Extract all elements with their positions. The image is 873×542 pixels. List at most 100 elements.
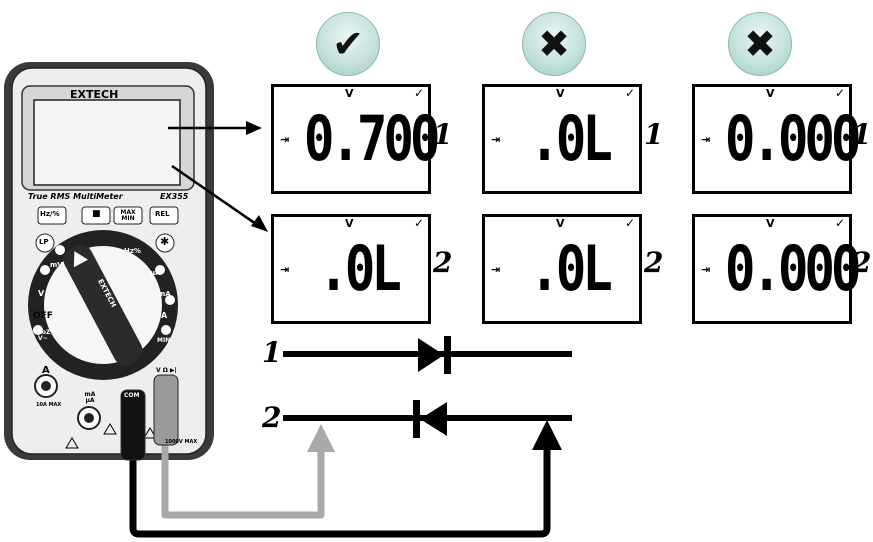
red-probe-plug xyxy=(153,374,179,446)
hold-button[interactable] xyxy=(81,206,111,225)
lp-button[interactable] xyxy=(35,233,55,253)
rel-button-label: REL xyxy=(155,210,170,218)
com-jack-label: COM xyxy=(124,392,140,399)
light-button[interactable] xyxy=(155,233,175,253)
diode-icon: ⇥ xyxy=(280,263,289,276)
position-label: 1 xyxy=(852,118,872,151)
auto-range-icon: ✓ xyxy=(834,86,845,100)
dial-label-off: OFF xyxy=(33,311,53,321)
auto-range-icon: ✓ xyxy=(834,216,845,230)
unit-label: V xyxy=(766,87,775,100)
position-label: 1 xyxy=(433,118,453,151)
diode-icon: ⇥ xyxy=(701,263,710,276)
maxmin-button[interactable] xyxy=(113,206,143,225)
dial-pointer xyxy=(63,244,143,366)
dial-marker xyxy=(33,325,43,335)
a-warning-text: 10A MAX xyxy=(36,402,62,408)
lcd-reading: .0L xyxy=(529,102,613,175)
position-label: 2 xyxy=(852,246,872,279)
arrow-to-panel-2 xyxy=(171,164,257,226)
meter-lcd xyxy=(33,99,181,186)
wrong-badge-icon: ✖ xyxy=(728,12,792,76)
dial-pointer-arrow xyxy=(73,251,88,268)
red-probe-tip xyxy=(307,424,335,452)
warning-triangle xyxy=(65,437,79,449)
warning-triangle xyxy=(143,427,157,439)
red-probe-lead xyxy=(161,440,325,519)
lcd-reading: 0.000 xyxy=(724,232,862,305)
hz-button-label: Hz/% xyxy=(40,210,60,218)
diode-1 xyxy=(283,336,572,374)
diode-2-anode xyxy=(420,402,447,436)
black-probe-lead xyxy=(129,450,551,538)
unit-label: V xyxy=(345,217,354,230)
unit-label: V xyxy=(556,217,565,230)
dial-marker xyxy=(161,325,171,335)
dial-marker xyxy=(165,295,175,305)
diode-icon: ⇥ xyxy=(701,133,710,146)
probe-leads xyxy=(120,374,562,538)
lcd-reading: .0L xyxy=(318,232,402,305)
wrong-badge-icon: ✖ xyxy=(522,12,586,76)
ma-jack-hole xyxy=(84,413,94,423)
unit-label: V xyxy=(345,87,354,100)
lcd-panel: V ✓ ⇥ 0.000 xyxy=(692,84,862,194)
dial-label-v: V xyxy=(38,289,45,298)
meter-brand: EXTECH xyxy=(70,88,119,101)
dial-label-loz: LoZ V~ xyxy=(38,329,51,342)
dial-label-a: A xyxy=(161,311,168,320)
v-jack-label: V Ω ▶| xyxy=(156,367,177,374)
lcd-panel: V ✓ ⇥ .0L xyxy=(271,214,431,324)
dial-label-mv: mV xyxy=(50,261,63,269)
lcd-reading: .0L xyxy=(529,232,613,305)
multimeter xyxy=(4,62,214,460)
lcd-panel: V ✓ ⇥ .0L xyxy=(482,214,642,324)
dial-marker xyxy=(55,245,65,255)
diode-icon: ⇥ xyxy=(280,133,289,146)
diode-1-anode xyxy=(418,338,444,372)
dial-label-min: MIN xyxy=(157,337,171,344)
meter-button-row xyxy=(37,206,179,225)
dial-label-hz: Hz% xyxy=(124,247,141,255)
diode-1-label: 1 xyxy=(262,336,282,369)
callout-arrows xyxy=(168,121,268,232)
unit-label: V xyxy=(556,87,565,100)
lcd-reading: 0.000 xyxy=(724,102,862,175)
hold-button-label: ■ xyxy=(92,209,101,219)
meter-subtitle: True RMS MultiMeter xyxy=(28,192,123,201)
unit-label: V xyxy=(766,217,775,230)
auto-range-icon: ✓ xyxy=(413,86,424,100)
rotary-dial[interactable] xyxy=(28,230,178,380)
auto-range-icon: ✓ xyxy=(413,216,424,230)
diode-icon: ⇥ xyxy=(491,263,500,276)
a-jack-label: A xyxy=(42,365,50,376)
black-probe-tip xyxy=(532,420,562,450)
lcd-reading: 0.700 xyxy=(303,102,441,175)
lcd-panel: V ✓ ⇥ 0.000 xyxy=(692,214,862,324)
meter-model: EX355 xyxy=(160,192,189,201)
arrow-head xyxy=(246,121,262,135)
correct-badge-icon: ✔ xyxy=(316,12,380,76)
light-icon: ✱ xyxy=(160,235,170,248)
diode-1-cathode-bar xyxy=(444,336,451,374)
dial-label-ua: μA xyxy=(150,269,161,277)
auto-range-icon: ✓ xyxy=(624,216,635,230)
diode-2 xyxy=(283,400,572,438)
diode-2-label: 2 xyxy=(262,401,282,434)
position-label: 2 xyxy=(433,246,453,279)
black-probe-plug xyxy=(120,389,146,461)
dial-marker xyxy=(40,265,50,275)
auto-range-icon: ✓ xyxy=(624,86,635,100)
a-jack-hole xyxy=(41,381,51,391)
ma-jack-label: mA μA xyxy=(84,391,96,404)
maxmin-button-label: MAX MIN xyxy=(120,209,136,222)
v-warning-text: 1000V MAX xyxy=(165,439,198,445)
dial-marker xyxy=(155,265,165,275)
position-label: 2 xyxy=(644,246,664,279)
rel-button[interactable] xyxy=(149,206,179,225)
hz-button[interactable] xyxy=(37,206,67,225)
dial-label-ma: mA xyxy=(158,290,171,298)
lcd-panel: V ✓ ⇥ 0.700 xyxy=(271,84,441,194)
arrow-head xyxy=(251,215,268,232)
